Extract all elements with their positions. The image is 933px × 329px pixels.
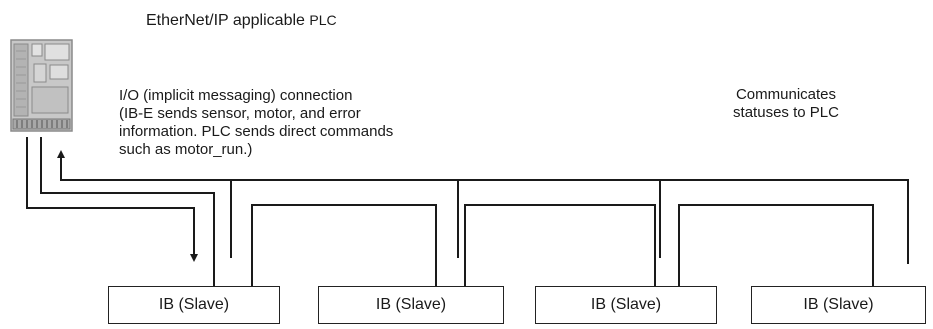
io-desc-line: such as motor_run.) xyxy=(119,141,253,158)
communicates-description: Communicates statuses to PLC xyxy=(706,86,866,122)
slave-label: IB (Slave) xyxy=(375,296,447,313)
command-line-to-slave xyxy=(26,137,198,262)
plc-device-icon xyxy=(10,39,73,132)
io-connection-description: I/O (implicit messaging) connection (IB-… xyxy=(119,87,393,159)
slave-box-3: IB (Slave) xyxy=(535,286,717,324)
comm-desc-line: statuses to PLC xyxy=(733,104,839,121)
comm-desc-line: Communicates xyxy=(735,86,837,103)
slave-label: IB (Slave) xyxy=(158,296,230,313)
bus-link-3 xyxy=(678,204,874,286)
bus-link-1 xyxy=(251,204,437,286)
io-desc-line: I/O (implicit messaging) connection xyxy=(119,87,353,104)
slave-box-1: IB (Slave) xyxy=(108,286,280,324)
slave-label: IB (Slave) xyxy=(803,296,874,313)
io-desc-line: information. PLC sends direct commands xyxy=(119,123,394,140)
plc-title-main: EtherNet/IP applicable xyxy=(146,12,310,29)
status-bus-line xyxy=(60,158,909,264)
slave-label: IB (Slave) xyxy=(590,296,662,313)
plc-title: EtherNet/IP applicable PLC xyxy=(146,11,337,30)
bus-link-2 xyxy=(464,204,656,286)
slave-box-2: IB (Slave) xyxy=(318,286,504,324)
status-return-line xyxy=(40,137,215,286)
slave-box-4: IB (Slave) xyxy=(751,286,926,324)
io-desc-line: (IB-E sends sensor, motor, and error xyxy=(119,105,361,122)
plc-title-suffix: PLC xyxy=(309,12,337,28)
